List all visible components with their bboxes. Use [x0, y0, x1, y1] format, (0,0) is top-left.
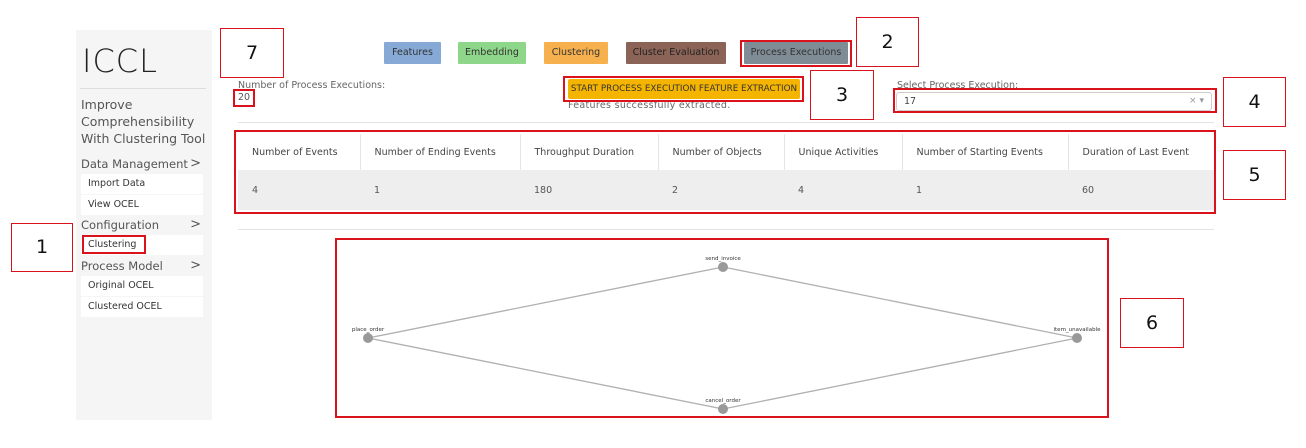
graph-edge [722, 337, 1078, 410]
tab-process-executions[interactable]: Process Executions [744, 42, 848, 64]
highlight-executions-count [233, 89, 255, 107]
callout-4: 4 [1223, 77, 1286, 127]
table-row: 4 1 180 2 4 1 60 [238, 170, 1214, 210]
chevron-down-icon[interactable]: ▾ [1199, 96, 1204, 106]
tab-features[interactable]: Features [384, 42, 441, 64]
execution-stats-table: Number of Events Number of Ending Events… [238, 134, 1214, 210]
sidebar-section-label: Process Model [81, 259, 163, 273]
highlight-stats-table [234, 130, 1216, 214]
title-divider [80, 88, 206, 89]
column-header: Number of Ending Events [360, 134, 521, 170]
column-header: Number of Starting Events [902, 134, 1069, 170]
graph-edge [722, 266, 1078, 339]
app-title: ICCL [82, 42, 158, 80]
sidebar-item-clustered-ocel[interactable]: Clustered OCEL [81, 297, 203, 317]
sidebar-item-original-ocel[interactable]: Original OCEL [81, 276, 203, 296]
highlight-select [893, 88, 1217, 113]
sidebar-item-clustering[interactable]: Clustering [81, 235, 203, 255]
chevron-right-icon: > [190, 217, 201, 232]
process-execution-select[interactable]: 17 × ▾ [896, 92, 1212, 111]
sidebar-section-label: Configuration [81, 218, 159, 232]
graph-node[interactable] [1072, 333, 1082, 343]
table-cell: 1 [902, 170, 1068, 210]
sidebar: ICCL Improve Comprehensibility With Clus… [76, 30, 212, 420]
sidebar-section-data-management[interactable]: Data Management > [81, 156, 205, 173]
select-value: 17 [904, 96, 917, 107]
table-cell: 180 [520, 170, 658, 210]
tab-clustering[interactable]: Clustering [544, 42, 608, 64]
graph-node[interactable] [363, 333, 373, 343]
graph-node[interactable] [718, 262, 728, 272]
tab-cluster-evaluation[interactable]: Cluster Evaluation [626, 42, 726, 64]
callout-1: 1 [11, 223, 73, 272]
divider [238, 122, 1214, 123]
app-subtitle: Improve Comprehensibility With Clusterin… [81, 97, 206, 146]
column-header: Unique Activities [784, 134, 903, 170]
process-graph: send_invoice place_order item_unavailabl… [352, 256, 1102, 414]
sidebar-section-process-model[interactable]: Process Model > [81, 258, 205, 275]
chevron-right-icon: > [190, 156, 201, 171]
sidebar-item-view-ocel[interactable]: View OCEL [81, 195, 203, 215]
table-cell: 2 [658, 170, 784, 210]
highlight-process-executions-tab [740, 40, 852, 67]
highlight-start-button [563, 76, 804, 102]
sidebar-item-import-data[interactable]: Import Data [81, 174, 203, 194]
callout-3: 3 [810, 70, 874, 120]
callout-5: 5 [1223, 150, 1286, 200]
table-header-row: Number of Events Number of Ending Events… [238, 134, 1214, 170]
clear-icon[interactable]: × [1189, 96, 1197, 106]
status-message: Features successfully extracted. [568, 100, 731, 111]
column-header: Throughput Duration [520, 134, 659, 170]
start-extraction-button[interactable]: START PROCESS EXECUTION FEATURE EXTRACTI… [568, 79, 800, 99]
highlight-process-graph [335, 238, 1109, 418]
table-cell: 4 [784, 170, 902, 210]
column-header: Number of Objects [658, 134, 785, 170]
table-cell: 1 [360, 170, 520, 210]
select-label: Select Process Execution: [897, 80, 1019, 91]
graph-node-label: place_order [352, 327, 385, 333]
graph-node-label: item_unavailable [1054, 327, 1102, 333]
column-header: Number of Events [238, 134, 361, 170]
chevron-right-icon: > [190, 258, 201, 273]
divider [238, 229, 1214, 230]
graph-edge [367, 337, 724, 410]
highlight-clustering-item [82, 235, 146, 254]
graph-edge [367, 266, 724, 339]
sidebar-section-label: Data Management [81, 157, 188, 171]
graph-node[interactable] [718, 404, 728, 414]
executions-count: 20 [238, 92, 251, 103]
executions-label: Number of Process Executions: [238, 80, 386, 91]
callout-7: 7 [220, 28, 284, 78]
table-cell: 60 [1068, 170, 1214, 210]
graph-node-label: send_invoice [705, 256, 741, 262]
graph-node-label: cancel_order [705, 398, 741, 404]
table-cell: 4 [238, 170, 360, 210]
column-header: Duration of Last Event [1068, 134, 1214, 170]
callout-6: 6 [1120, 298, 1184, 348]
sidebar-section-configuration[interactable]: Configuration > [81, 217, 205, 234]
callout-2: 2 [856, 17, 919, 67]
tab-embedding[interactable]: Embedding [458, 42, 526, 64]
